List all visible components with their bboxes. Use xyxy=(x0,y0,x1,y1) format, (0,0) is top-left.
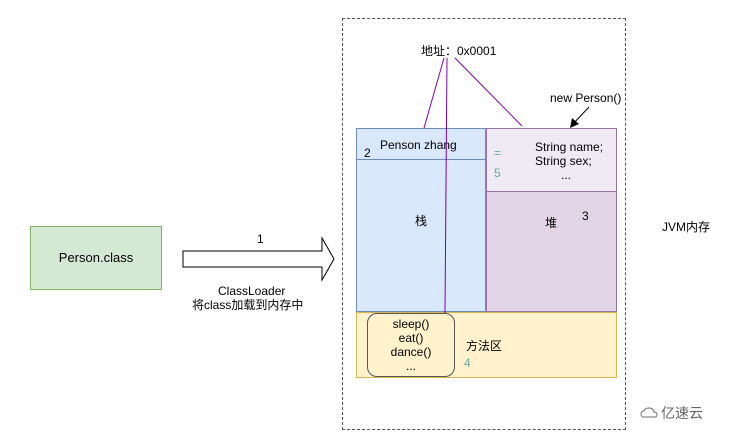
load-description: 将class加载到内存中 xyxy=(192,298,304,312)
method-area-title: 方法区 xyxy=(466,339,503,353)
classloader-label: ClassLoader xyxy=(218,284,286,298)
heap-number: 3 xyxy=(582,209,589,223)
address-line-right xyxy=(454,57,523,127)
stack-title: 栈 xyxy=(415,214,428,228)
person-class-box: Person.class xyxy=(30,226,162,290)
heap-area xyxy=(486,192,617,312)
address-label: 地址：0x0001 xyxy=(421,44,497,58)
new-person-arrowhead xyxy=(570,118,579,128)
method-sleep: sleep() xyxy=(392,317,430,331)
heap-field-sex: String sex; xyxy=(535,154,592,168)
method-area-number: 4 xyxy=(464,356,471,370)
load-arrow xyxy=(182,236,335,282)
stack-header-label: Penson zhang xyxy=(380,138,457,152)
heap-eq-mark: = xyxy=(494,146,502,160)
watermark: 亿速云 xyxy=(640,406,703,420)
heap-object-box xyxy=(486,128,617,192)
address-line-middle xyxy=(444,57,448,314)
cloud-logo-icon xyxy=(640,407,658,418)
heap-field-name: String name; xyxy=(535,140,604,154)
heap-field-more: ... xyxy=(561,168,572,182)
method-more: ... xyxy=(405,359,416,373)
methods-box xyxy=(367,313,455,377)
stack-header xyxy=(356,128,486,160)
watermark-text: 亿速云 xyxy=(661,405,703,421)
person-class-label: Person.class xyxy=(58,250,134,265)
method-dance: dance() xyxy=(390,345,432,359)
jvm-memory-container xyxy=(342,18,626,430)
stack-header-number: 2 xyxy=(364,146,371,160)
new-person-label: new Person() xyxy=(550,91,622,105)
heap-field-number: 5 xyxy=(494,166,501,180)
load-step-number: 1 xyxy=(257,232,264,246)
methods-list: sleep() eat() dance() ... xyxy=(367,317,455,373)
address-line-left xyxy=(423,57,445,129)
stack-area xyxy=(356,160,486,312)
heap-title: 堆 xyxy=(545,216,558,230)
method-eat: eat() xyxy=(398,331,424,345)
jvm-memory-label: JVM内存 xyxy=(662,220,711,234)
